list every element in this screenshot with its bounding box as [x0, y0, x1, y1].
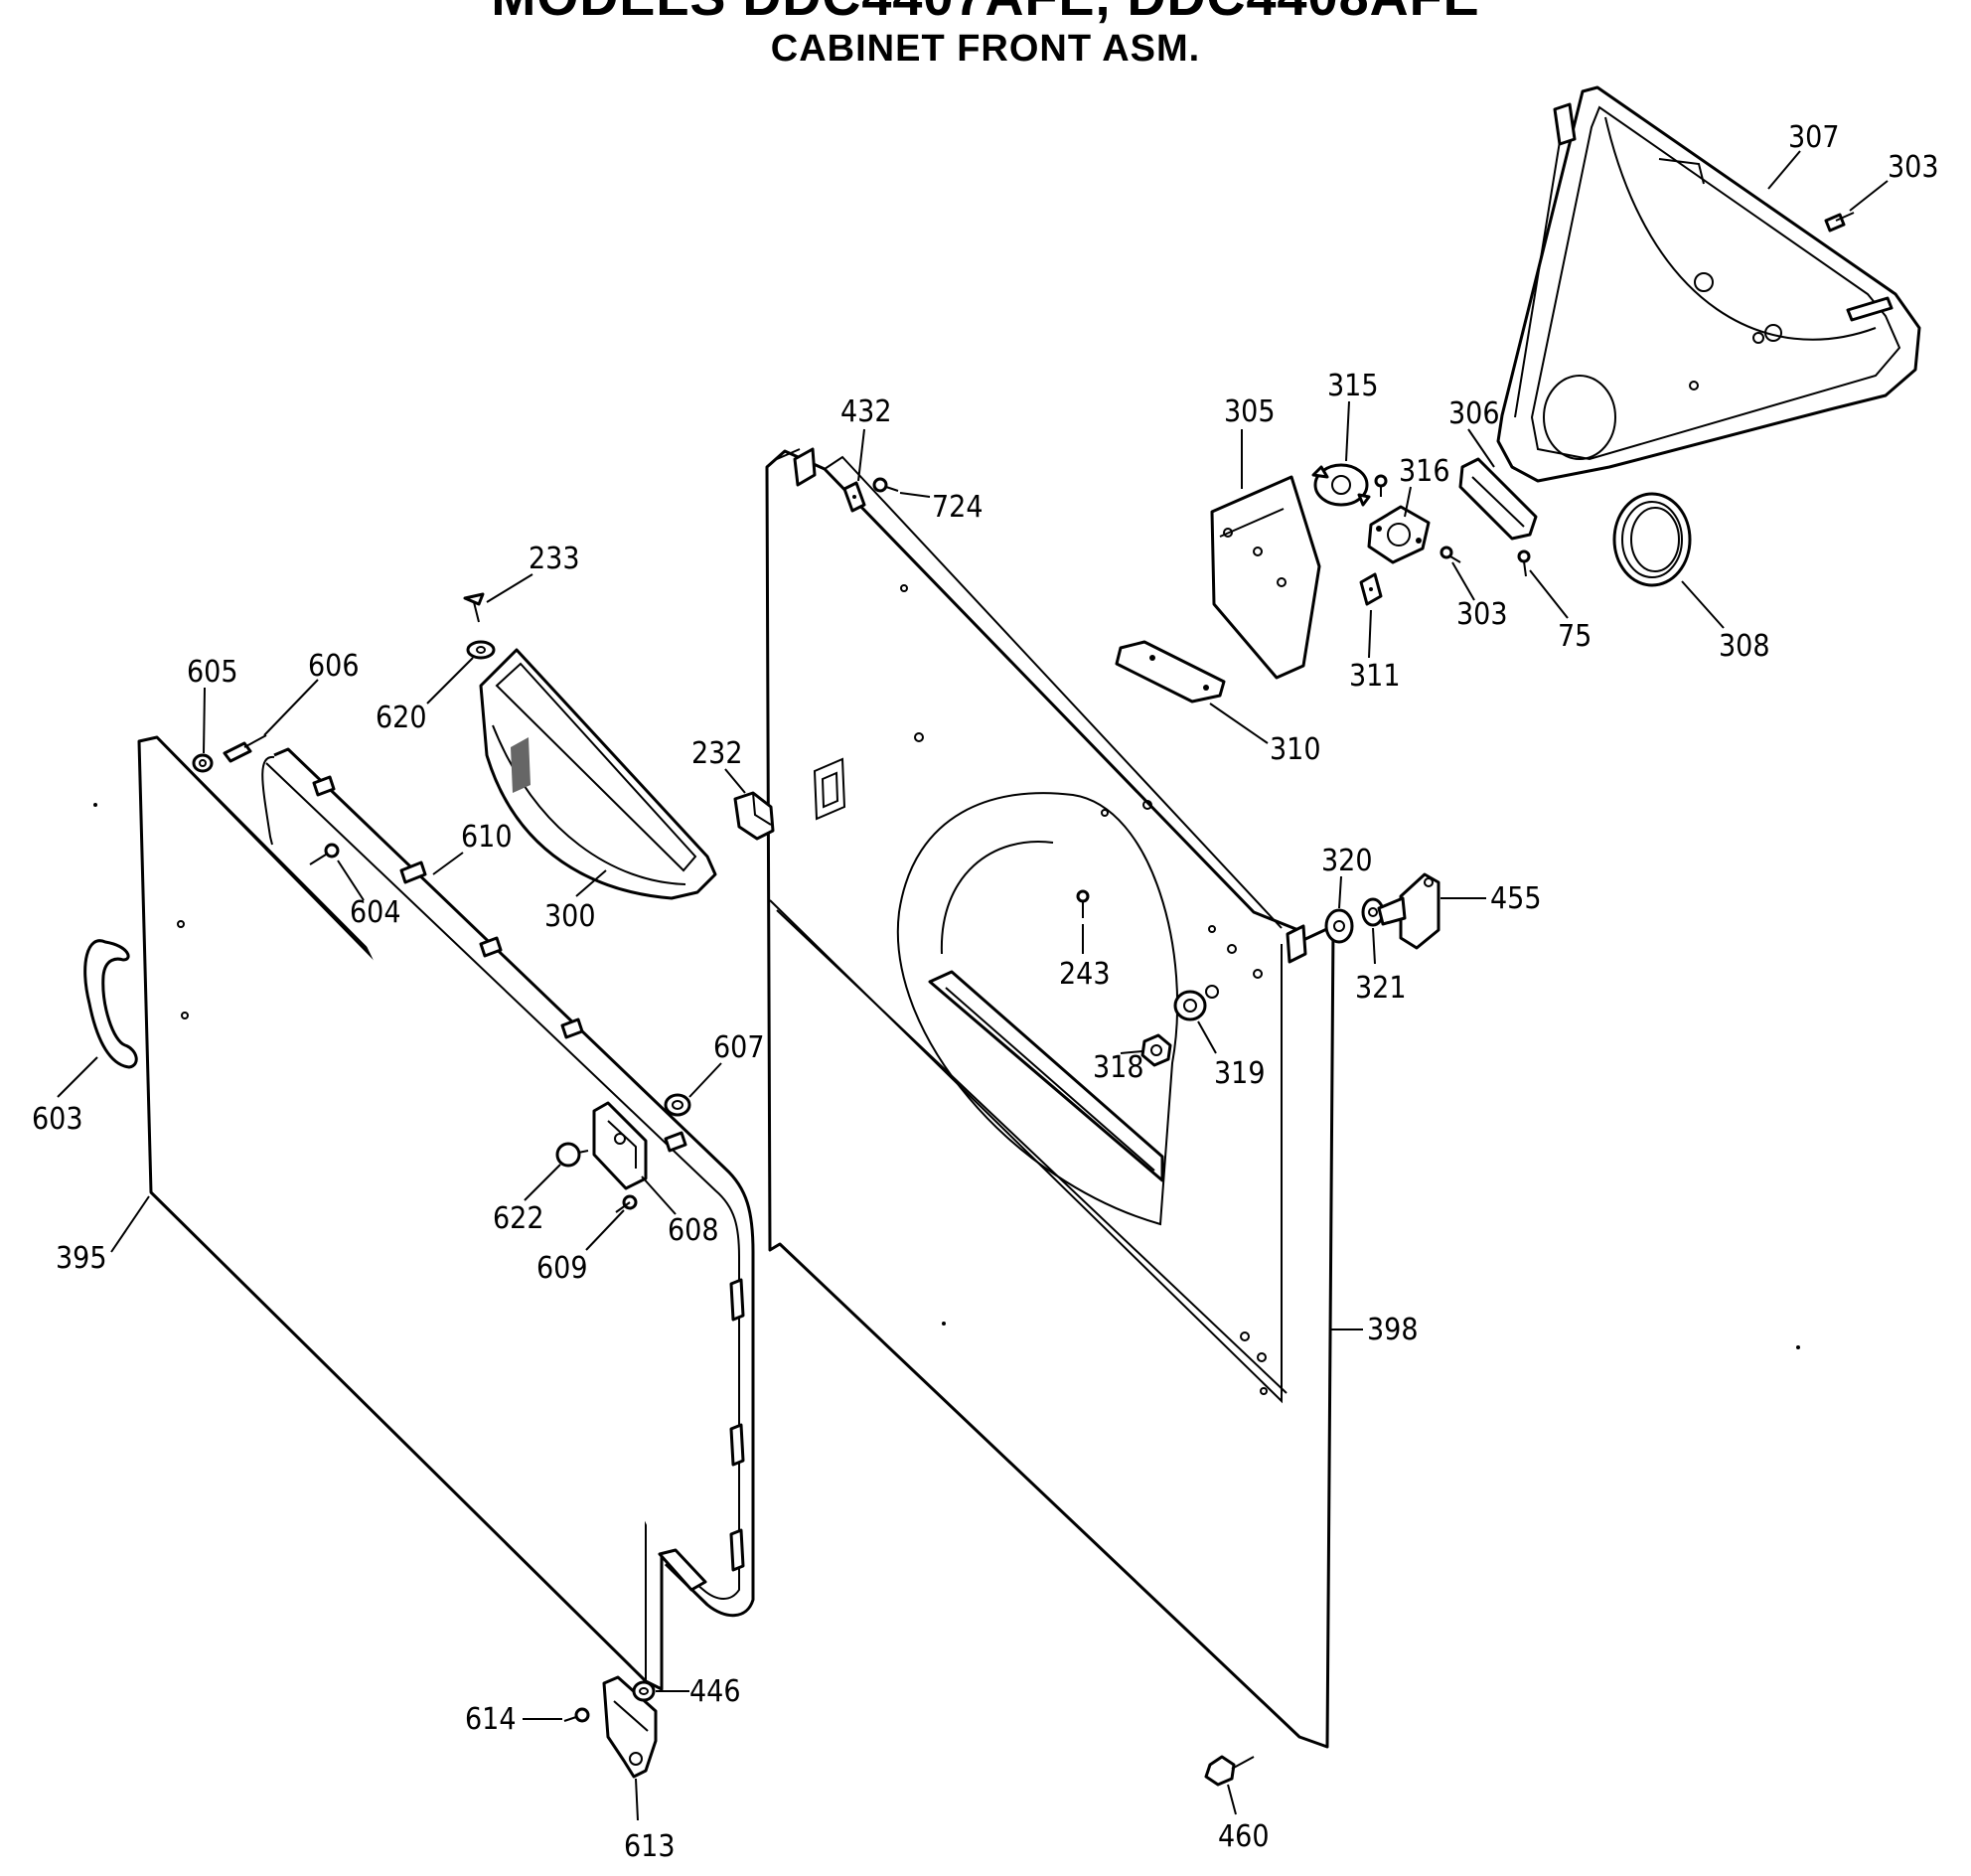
thermostat-cover [1210, 475, 1321, 680]
screw-icon [1076, 889, 1090, 918]
clip-232 [733, 791, 775, 841]
screw-icon [463, 592, 485, 623]
door-gasket [261, 747, 755, 1618]
callout-432: 432 [840, 394, 892, 429]
callout-610: 610 [461, 820, 513, 855]
callout-607: 607 [713, 1030, 765, 1065]
screw-icon [1824, 212, 1855, 233]
callout-724: 724 [932, 490, 984, 525]
callout-620: 620 [376, 701, 427, 735]
callout-233: 233 [529, 542, 580, 576]
screw-icon [872, 477, 899, 493]
washer-icon [1324, 908, 1354, 944]
callout-232: 232 [691, 736, 743, 771]
callout-604: 604 [350, 895, 401, 930]
screw-icon [1440, 546, 1461, 563]
callout-303-mid: 303 [1456, 597, 1508, 632]
callout-320: 320 [1321, 844, 1373, 878]
washer-icon [632, 1680, 656, 1702]
callout-605: 605 [187, 655, 238, 690]
washer-icon [466, 640, 496, 660]
callout-606: 606 [308, 649, 360, 684]
callout-446: 446 [689, 1674, 741, 1709]
bracket-plate [1115, 640, 1226, 704]
callout-398: 398 [1367, 1313, 1419, 1347]
callout-321: 321 [1355, 971, 1407, 1006]
callout-303-top: 303 [1888, 150, 1939, 185]
cabinet-front-panel [765, 447, 1335, 1749]
sensor-bracket [1458, 457, 1538, 541]
nut-318 [1140, 1033, 1172, 1067]
screw-icon [563, 1707, 590, 1723]
callout-395: 395 [56, 1241, 107, 1276]
thermostat-315 [1311, 463, 1371, 507]
washer-icon [664, 1093, 691, 1117]
callout-315: 315 [1327, 369, 1379, 403]
callout-603: 603 [32, 1102, 83, 1137]
callout-460: 460 [1218, 1819, 1270, 1854]
screw-icon [1204, 1755, 1255, 1787]
callout-318: 318 [1093, 1050, 1144, 1085]
callout-307: 307 [1788, 120, 1840, 155]
screw-icon [1374, 474, 1388, 497]
screw-icon [1517, 549, 1531, 577]
lint-filter-housing [479, 648, 717, 900]
washer-icon [1173, 985, 1219, 1021]
assembly-title: CABINET FRONT ASM. [770, 28, 1201, 70]
models-title: MODELS DDC4407AFE, DDC4408AFE [0, 0, 1971, 28]
door-switch-455 [1377, 872, 1440, 950]
drum-seal-ring [1612, 492, 1692, 587]
callout-455: 455 [1490, 881, 1542, 916]
callout-608: 608 [668, 1213, 719, 1248]
screw-icon [615, 1194, 638, 1213]
callout-609: 609 [536, 1251, 588, 1286]
door-bumper-622 [555, 1142, 589, 1168]
door-strike-608 [592, 1101, 648, 1190]
callout-308: 308 [1719, 629, 1770, 664]
door-hinge-613 [602, 1675, 658, 1779]
callout-614: 614 [465, 1702, 517, 1737]
callout-310: 310 [1270, 732, 1321, 767]
callout-311: 311 [1349, 659, 1401, 694]
drum-front-bulkhead [1496, 85, 1921, 483]
thermostat-316 [1367, 505, 1431, 564]
callout-613: 613 [624, 1829, 676, 1864]
callout-319: 319 [1214, 1056, 1266, 1091]
clip-311 [1359, 572, 1383, 606]
washer-icon [192, 753, 214, 773]
callout-75: 75 [1558, 619, 1592, 654]
callout-622: 622 [493, 1201, 544, 1236]
callout-306: 306 [1448, 396, 1500, 431]
callout-316: 316 [1399, 454, 1450, 489]
clip-432 [842, 481, 866, 513]
callout-305: 305 [1224, 394, 1276, 429]
callout-300: 300 [544, 899, 596, 934]
callout-243: 243 [1059, 957, 1111, 992]
screw-icon [309, 843, 340, 865]
door-handle-icon [83, 939, 138, 1069]
screw-icon [223, 734, 267, 763]
